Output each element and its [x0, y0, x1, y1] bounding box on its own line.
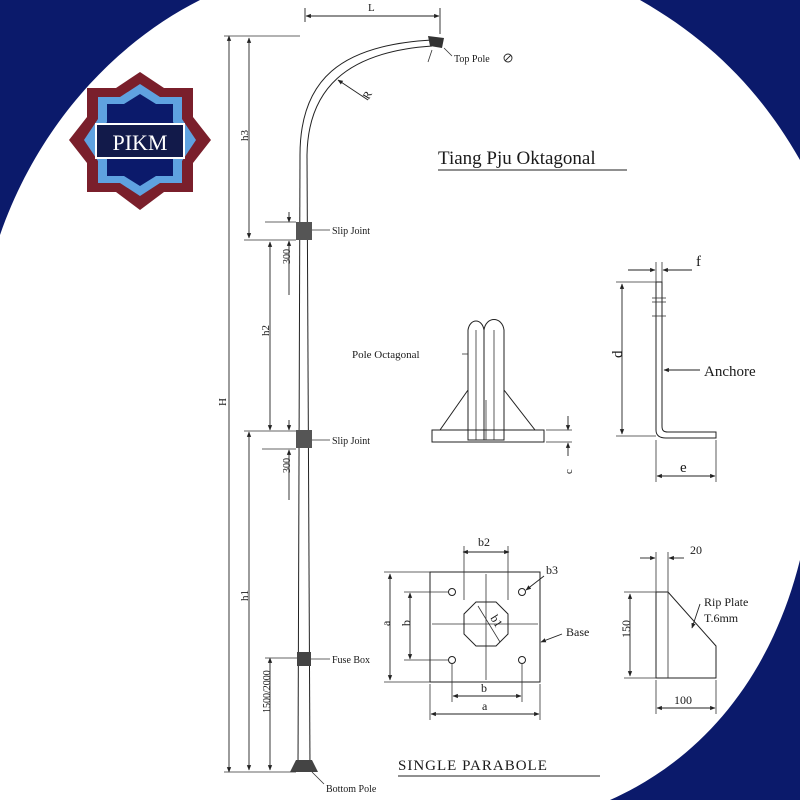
base-rib-right — [503, 388, 537, 431]
label-c: c — [563, 469, 575, 474]
base-plate — [431, 429, 545, 443]
top-left-navy-swoosh — [0, 0, 200, 235]
plan-bolt-hole-bl — [448, 656, 456, 664]
octagonal-pole-left-face — [467, 320, 485, 441]
plan-base-plate — [429, 571, 541, 683]
label-top-pole: Top Pole — [454, 54, 490, 65]
octagonal-pole-right-face — [483, 319, 505, 441]
footer-title: SINGLE PARABOLE — [398, 758, 548, 774]
pole-base-foot — [290, 760, 318, 772]
label-300-upper: 300 — [282, 249, 293, 264]
label-base: Base — [566, 625, 589, 639]
label-bottom-pole: Bottom Pole — [326, 784, 377, 795]
label-d: d — [610, 350, 626, 358]
plan-octagon — [463, 601, 509, 647]
label-L: L — [368, 2, 375, 14]
label-b-left: b — [399, 620, 413, 626]
label-a-left: a — [379, 620, 393, 626]
label-fuse-height: 1500/2000 — [262, 670, 273, 713]
top-pole-fitting — [428, 36, 444, 48]
label-R: R — [361, 89, 375, 102]
top-right-navy-swoosh — [640, 0, 800, 160]
pole-shaft-left — [297, 154, 301, 771]
pole-arm-outer — [299, 39, 433, 156]
pole-shaft-right — [306, 154, 311, 771]
leader-rib-plate — [691, 603, 701, 629]
label-slip-joint-lower: Slip Joint — [332, 436, 370, 447]
base-detail — [431, 319, 572, 456]
label-20: 20 — [690, 543, 702, 557]
bottom-right-navy-swoosh — [610, 560, 800, 800]
label-e: e — [680, 460, 687, 476]
label-rib-plate: Rip Plate — [704, 595, 748, 609]
label-100: 100 — [674, 693, 692, 707]
label-300-lower: 300 — [282, 458, 293, 473]
label-H: H — [217, 398, 229, 406]
slip-joint-upper-block — [296, 222, 312, 240]
rib-detail — [624, 552, 717, 714]
label-b1: b1 — [487, 612, 505, 630]
label-b2: b2 — [478, 535, 490, 549]
label-h3: h3 — [239, 130, 251, 142]
pikm-logo: PIKM — [69, 72, 211, 210]
plan-bolt-hole-tl — [448, 588, 456, 596]
slip-joint-lower-block — [296, 430, 312, 448]
radius-leader — [337, 79, 369, 101]
drawing-title: Tiang Pju Oktagonal — [438, 148, 596, 169]
pole-arm-inner — [306, 45, 433, 156]
label-h1: h1 — [239, 590, 251, 601]
base-rib-left — [439, 388, 469, 431]
label-slip-joint-upper: Slip Joint — [332, 226, 370, 237]
label-a-bottom: a — [482, 699, 488, 713]
label-pole-octagonal: Pole Octagonal — [352, 349, 420, 361]
pole-elevation — [290, 36, 444, 772]
leader-top-pole — [443, 47, 453, 57]
top-pole-symbol-icon — [503, 53, 513, 63]
leader-b3 — [525, 575, 545, 591]
logo-text: PIKM — [112, 130, 167, 155]
label-fuse-box: Fuse Box — [332, 655, 370, 666]
label-b-bottom: b — [481, 681, 487, 695]
leader-bottom-pole — [311, 771, 325, 785]
label-rib-thickness: T.6mm — [704, 611, 739, 625]
label-h2: h2 — [260, 325, 272, 336]
plan-b1-diag — [477, 605, 501, 643]
pole-dimensions — [224, 8, 453, 785]
logo-text-box — [95, 123, 185, 159]
plan-bolt-hole-tr — [518, 588, 526, 596]
plan-bolt-hole-br — [518, 656, 526, 664]
label-anchor: Anchore — [704, 364, 756, 380]
label-b3: b3 — [546, 563, 558, 577]
top-pole-angle-line — [427, 49, 433, 63]
rib-plate-shape — [655, 591, 717, 679]
plan-detail — [384, 546, 563, 720]
anchor-bolt-shape — [655, 281, 717, 439]
anchor-detail — [616, 262, 717, 482]
fuse-box-block — [297, 652, 311, 666]
label-f: f — [696, 254, 701, 270]
leader-base — [540, 633, 563, 643]
label-150: 150 — [619, 620, 633, 638]
top-pole-symbol-slash — [504, 54, 512, 62]
